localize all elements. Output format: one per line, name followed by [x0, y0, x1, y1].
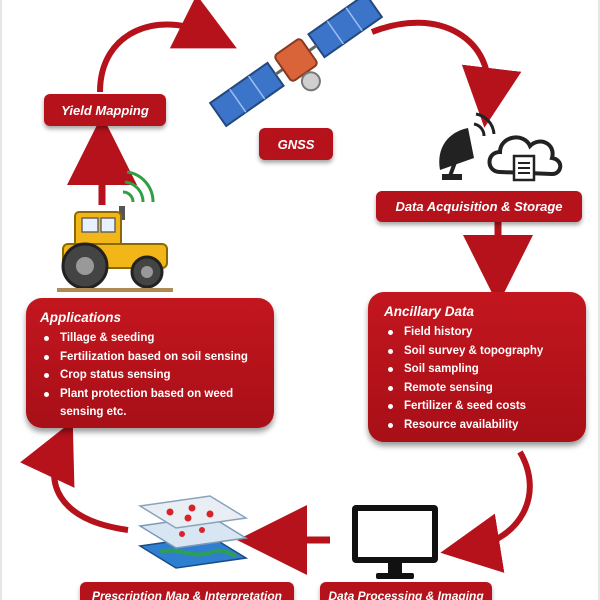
list-item: Crop status sensing	[44, 366, 262, 385]
data-acquisition-label: Data Acquisition & Storage	[376, 191, 582, 222]
list-item: Remote sensing	[388, 379, 574, 398]
monitor-icon	[352, 505, 438, 579]
satellite-icon	[208, 0, 384, 128]
list-item: Fertilizer & seed costs	[388, 397, 574, 416]
list-item: Soil sampling	[388, 360, 574, 379]
arrow-ancillary-to-processing	[440, 450, 533, 573]
ancillary-list: Field history Soil survey & topography S…	[384, 323, 574, 434]
satellite-dish-icon	[439, 112, 496, 180]
prescription-map-label: Prescription Map & Interpretation	[80, 582, 294, 600]
list-item: Tillage & seeding	[44, 329, 262, 348]
yield-mapping-label: Yield Mapping	[44, 94, 166, 126]
data-processing-label: Data Processing & Imaging	[320, 582, 492, 600]
gnss-label: GNSS	[259, 128, 333, 160]
frame-left	[0, 0, 2, 600]
arrow-gnss-to-acquisition	[370, 19, 522, 128]
list-item: Plant protection based on weed sensing e…	[44, 385, 262, 422]
frame-right	[598, 0, 600, 600]
arrow-prescription-to-applications	[20, 420, 129, 533]
applications-list: Tillage & seeding Fertilization based on…	[40, 329, 262, 422]
tractor-icon	[57, 170, 173, 292]
map-layers-icon	[137, 495, 249, 569]
ancillary-title: Ancillary Data	[384, 304, 475, 319]
list-item: Resource availability	[388, 416, 574, 435]
list-item: Soil survey & topography	[388, 342, 574, 361]
applications-title: Applications	[40, 310, 122, 325]
ancillary-data-panel: Ancillary Data Field history Soil survey…	[368, 292, 586, 442]
list-item: Field history	[388, 323, 574, 342]
list-item: Fertilization based on soil sensing	[44, 348, 262, 367]
arrow-yield-to-gnss	[97, 0, 237, 93]
applications-panel: Applications Tillage & seeding Fertiliza…	[26, 298, 274, 428]
cloud-storage-icon	[487, 135, 563, 182]
